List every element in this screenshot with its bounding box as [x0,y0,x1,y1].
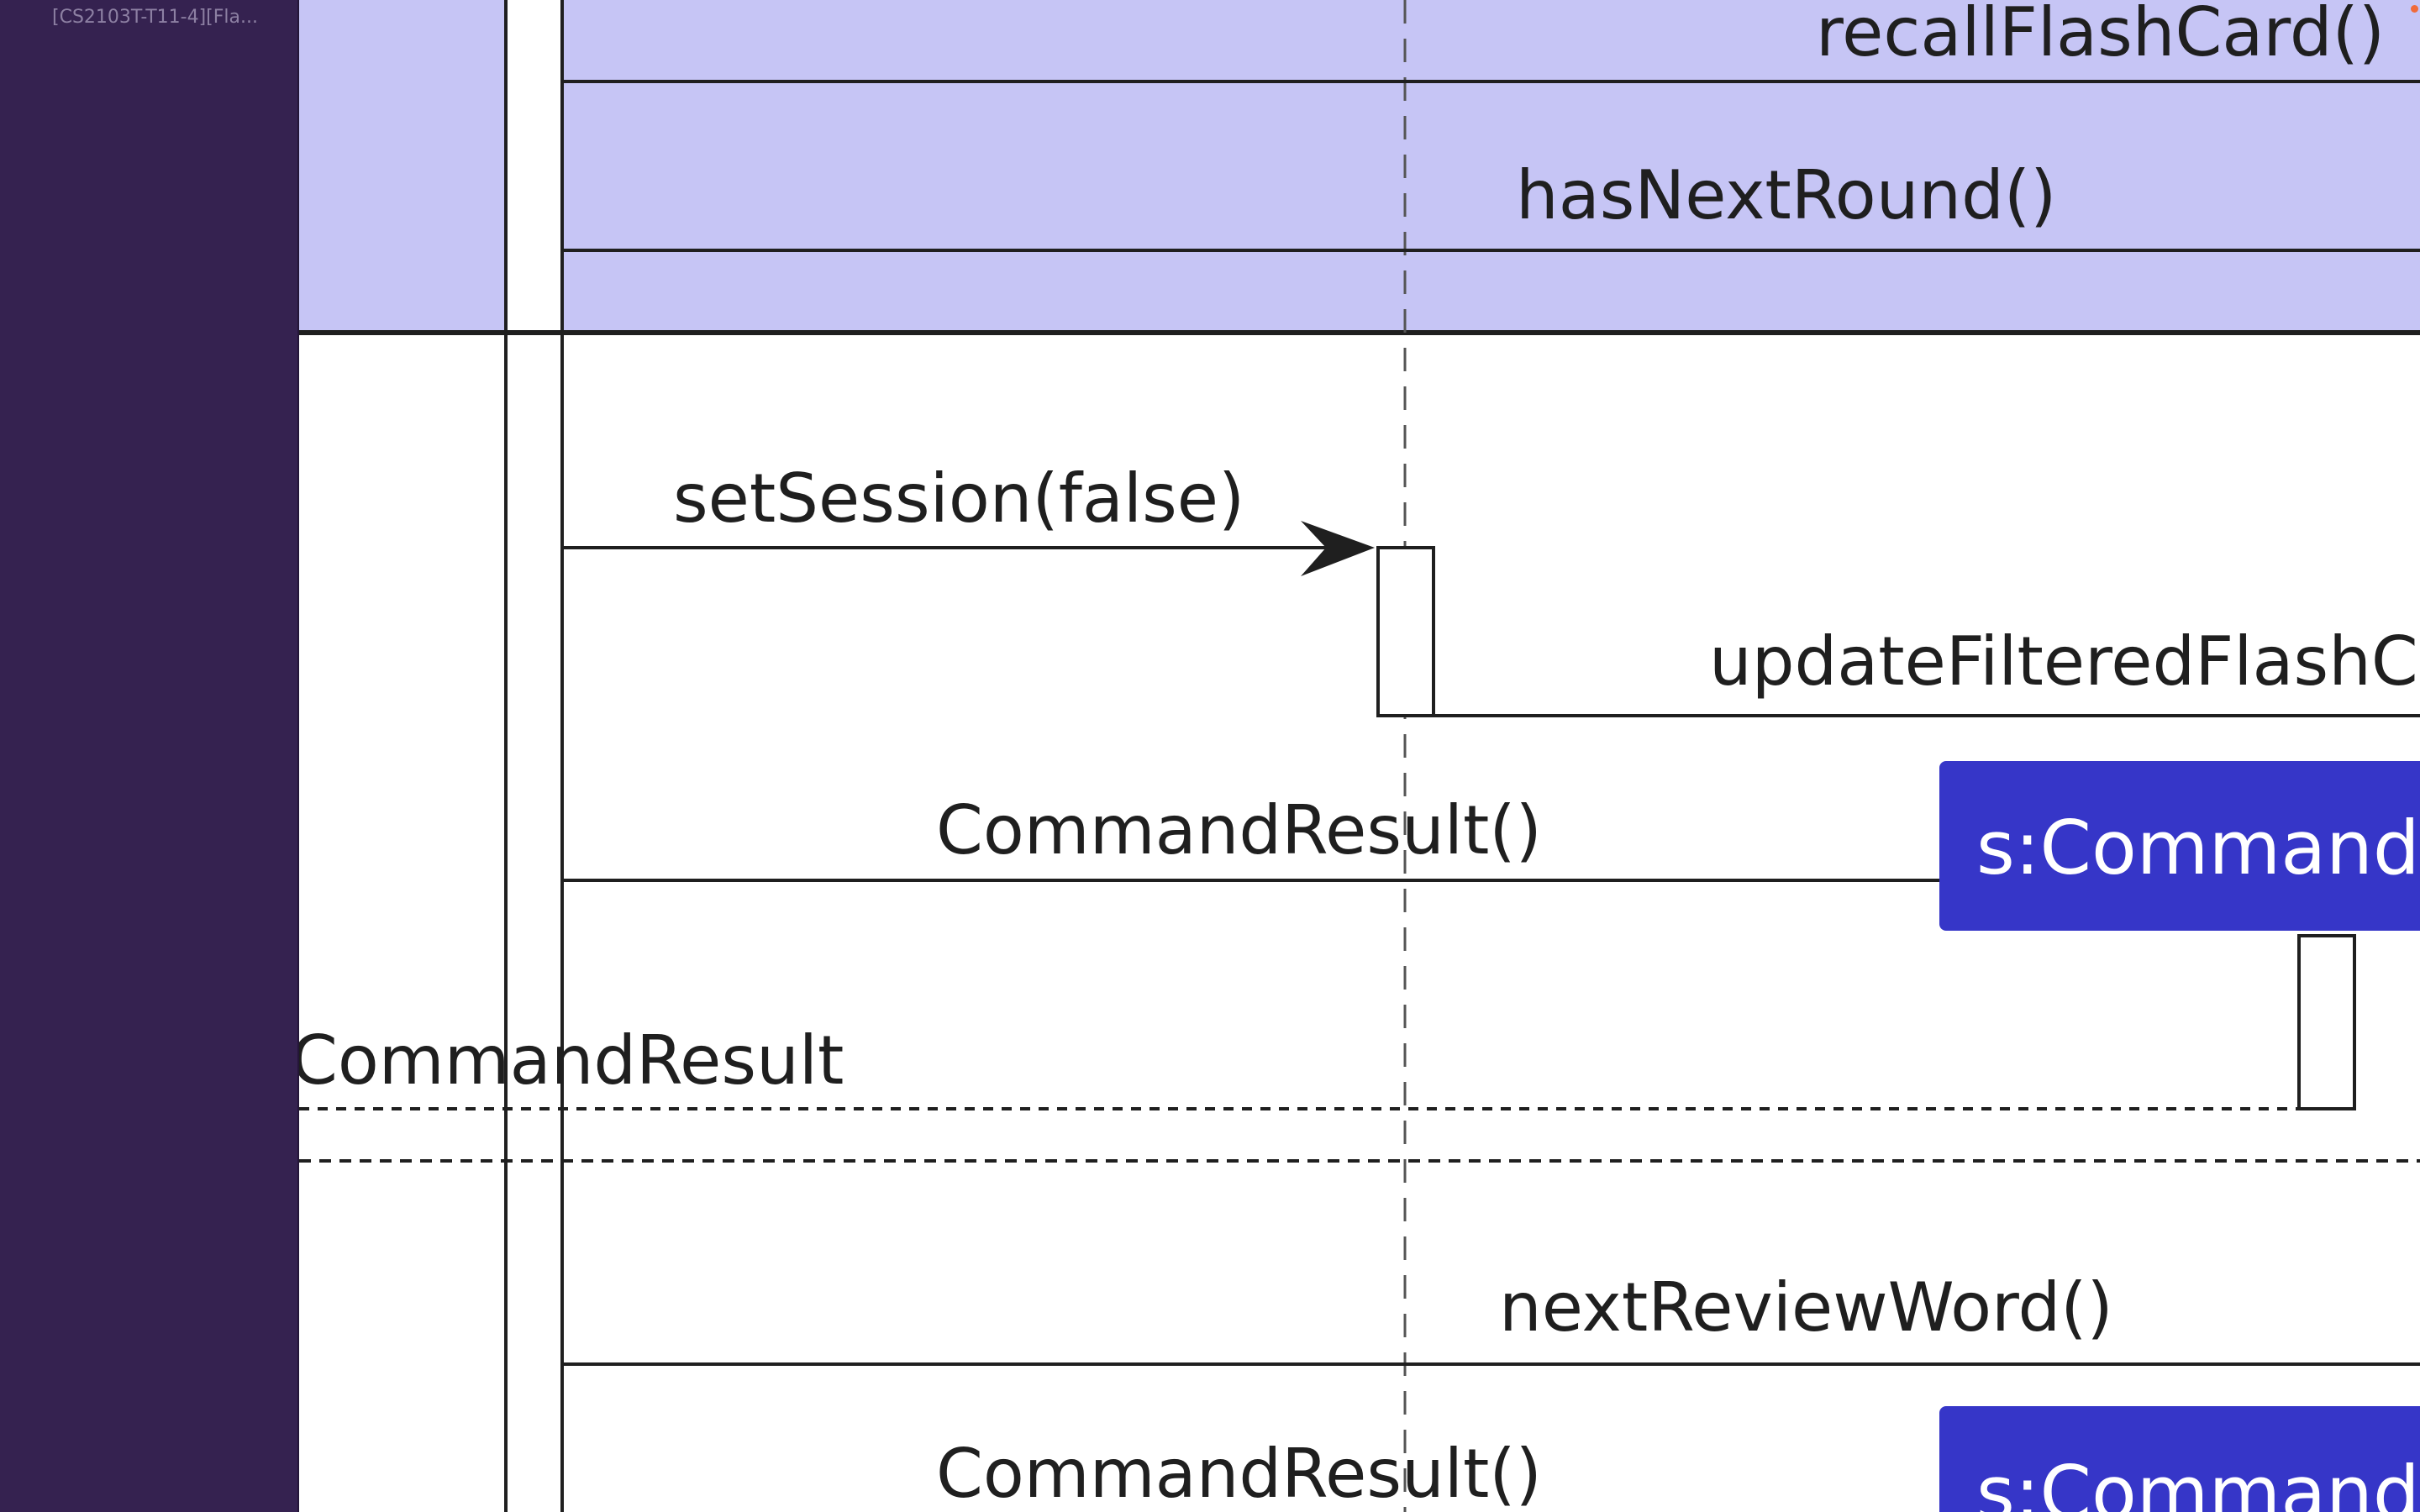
object-label: s:Command [1976,805,2420,891]
message-label: recallFlashCard() [1816,0,2385,71]
sidebar: [CS2103T-T11-4][Fla... [0,0,299,1512]
message-label: CommandResult() [936,791,1542,869]
sidebar-divider[interactable] [297,0,299,1512]
message-label: updateFilteredFlashC [1709,622,2418,701]
activation-gap [508,0,561,333]
diagram-canvas: recallFlashCard() hasNextRound() setSess… [299,0,2420,1512]
arrowhead [1301,521,1375,576]
message-label: CommandResult() [936,1435,1542,1512]
message-label: nextReviewWord() [1499,1268,2113,1347]
notification-dot [2411,5,2418,13]
loop-fragment [299,0,2420,333]
activation-box [2297,934,2356,1110]
message-label: setSession(false) [673,459,1244,538]
sequence-diagram: recallFlashCard() hasNextRound() setSess… [299,0,2420,1512]
object-box [1939,761,2420,931]
message-label: hasNextRound() [1516,156,2056,234]
window-title: [CS2103T-T11-4][Fla... [52,7,258,28]
object-label: s:Command [1976,1450,2420,1512]
message-label: CommandResult [299,1021,844,1100]
activation-box [1376,546,1435,717]
object-box [1939,1406,2420,1512]
